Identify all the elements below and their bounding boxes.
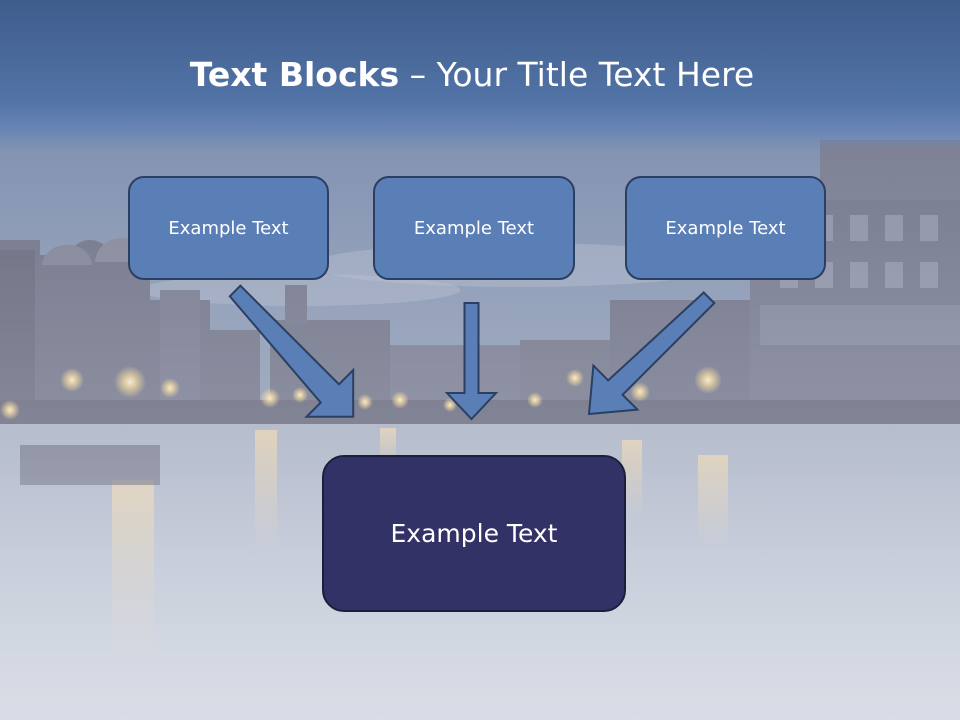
- arrow-left: [228, 284, 355, 418]
- slide-title-rest: – Your Title Text Here: [399, 55, 755, 94]
- text-block-2[interactable]: Example Text: [373, 176, 575, 280]
- slide-title-bold: Text Blocks: [189, 55, 400, 94]
- text-block-2-label: Example Text: [413, 217, 535, 239]
- text-block-1-label: Example Text: [168, 217, 289, 239]
- text-block-3-label: Example Text: [665, 217, 786, 239]
- target-text-block-label: Example Text: [390, 519, 558, 548]
- text-block-1[interactable]: Example Text: [128, 176, 329, 280]
- text-block-3[interactable]: Example Text: [625, 176, 826, 280]
- target-text-block[interactable]: Example Text: [322, 455, 626, 612]
- title-band: [0, 0, 960, 150]
- arrow-right: [587, 291, 716, 416]
- arrow-middle: [444, 302, 499, 421]
- slide-title: Text Blocks – Your Title Text Here: [0, 50, 944, 100]
